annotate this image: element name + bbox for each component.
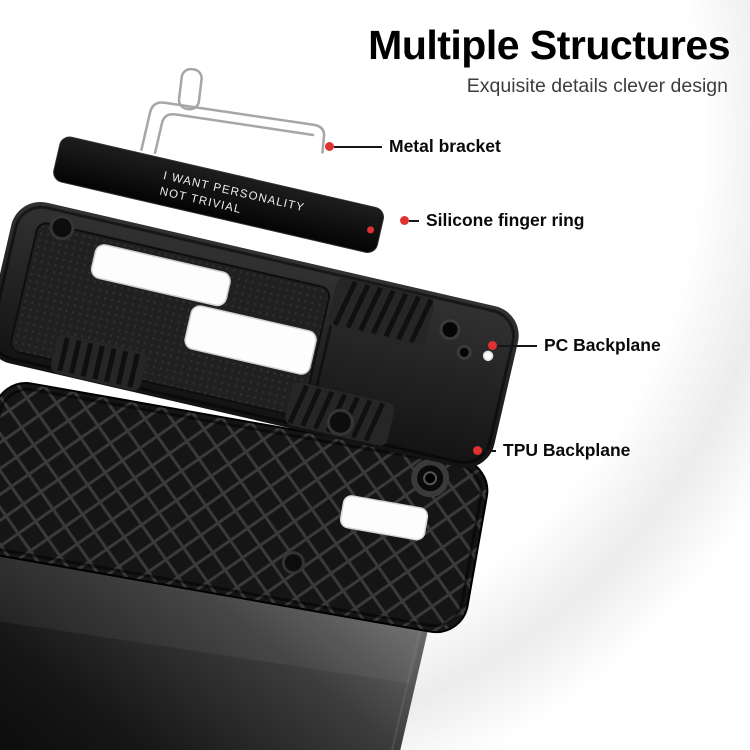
callout-dot [473,446,482,455]
annotation-label: Silicone finger ring [426,210,585,230]
annotation-label: PC Backplane [544,335,661,355]
kickstand-slot-2 [184,305,317,375]
tpu-kickstand-slot [339,495,429,541]
pc-backplane [0,201,519,468]
strap-tip-dot [367,226,375,234]
callout-line [334,145,382,148]
callout-dot [400,216,409,225]
callout-line [497,344,537,347]
annotation-silicone-finger-ring: Silicone finger ring [400,210,585,231]
annotation-tpu-backplane: TPU Backplane [473,440,630,461]
annotation-pc-backplane: PC Backplane [488,335,661,356]
metal-bracket-wire [140,67,326,155]
lanyard-hole [482,350,494,362]
annotation-metal-bracket: Metal bracket [325,136,501,157]
flash-cutout [456,344,472,360]
corner-button-left [49,215,75,241]
callout-line [482,449,496,452]
callout-line [409,219,419,222]
grip-ribs-top [328,278,434,348]
corner-button-right [326,408,354,436]
tpu-corner-button [281,551,305,575]
tpu-backplane [0,382,489,634]
grip-ribs-left [50,334,147,391]
page-title: Multiple Structures [368,22,730,68]
annotation-label: Metal bracket [389,136,501,156]
kickstand-slot-1 [90,244,231,307]
callout-dot [325,142,334,151]
callout-dot [488,341,497,350]
annotation-label: TPU Backplane [503,440,631,460]
kickstand-tab [177,67,203,111]
finger-strap: I WANT PERSONALITY NOT TRIVIAL [53,136,384,254]
page-subtitle: Exquisite details clever design [466,75,728,97]
camera-cutout [439,319,461,341]
